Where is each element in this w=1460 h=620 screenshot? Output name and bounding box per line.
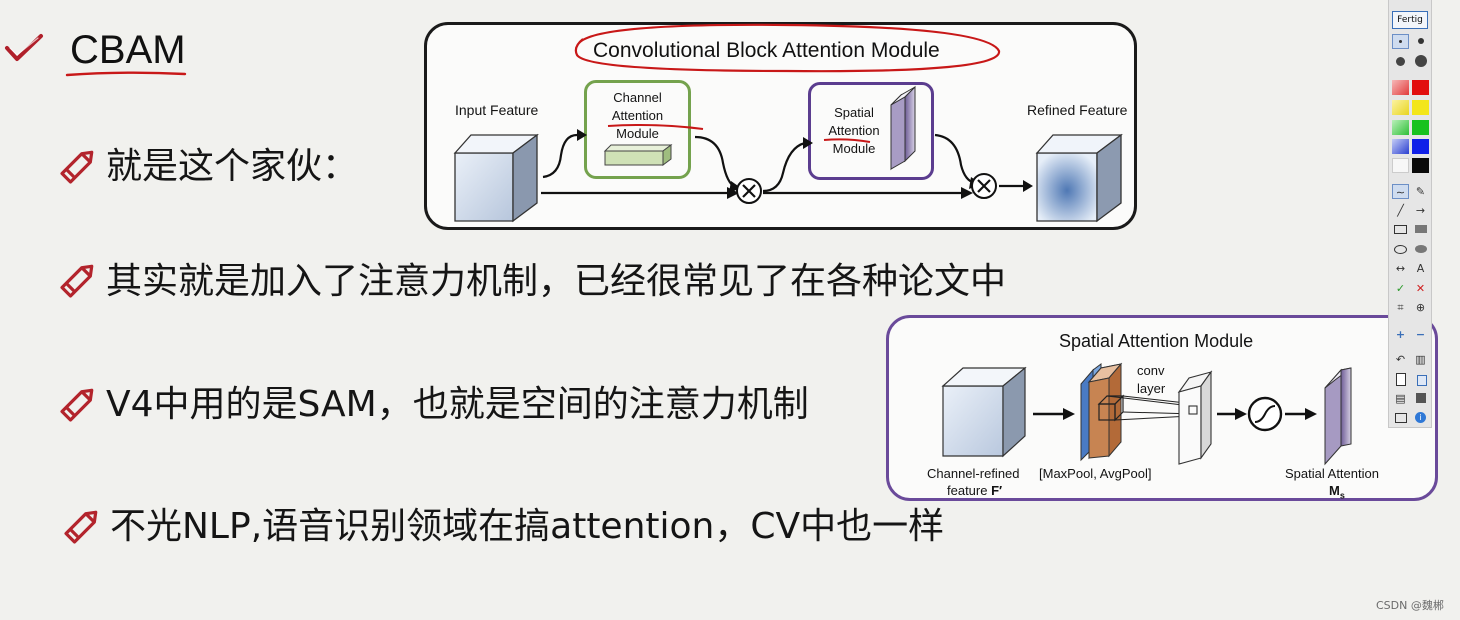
feature-word: feature — [947, 483, 988, 498]
zoom-icon[interactable]: ⊕ — [1415, 301, 1426, 314]
spatial-attention-symbol: Ms — [1329, 483, 1345, 501]
cbam-diagram-graphics — [453, 85, 1123, 223]
output-symbol: M — [1329, 483, 1340, 498]
title-underline — [65, 71, 187, 77]
done-button[interactable]: Fertig — [1392, 11, 1428, 29]
channel-refined-feature-cube — [941, 366, 1027, 458]
channel-refined-label-2: feature F′ — [947, 483, 1002, 498]
zoom-in-icon[interactable]: + — [1395, 328, 1406, 341]
pencil-icon — [60, 264, 94, 298]
sigmoid-operator — [1247, 396, 1283, 432]
bullet-2-text: 其实就是加入了注意力机制，已经很常见了在各种论文中 — [106, 261, 1007, 302]
filled-rectangle-icon[interactable] — [1412, 222, 1429, 237]
channel-refined-label-1: Channel-refined — [927, 466, 1020, 481]
cbam-diagram: Convolutional Block Attention Module Inp… — [424, 22, 1137, 230]
sam-title: Spatial Attention Module — [1059, 331, 1254, 351]
cbam-title-annotation-ellipse — [574, 23, 1001, 73]
line-icon[interactable]: ╱ — [1397, 204, 1404, 217]
new-page-icon[interactable] — [1392, 372, 1409, 387]
spatial-attention-label-1: Spatial — [834, 105, 874, 120]
annotation-underline — [823, 138, 871, 143]
double-arrow-icon[interactable]: ↔ — [1395, 262, 1406, 275]
bullet-4-text: 不光NLP,语音识别领域在搞attention，CV中也一样 — [110, 506, 945, 547]
refined-feature-label: Refined Feature — [1027, 102, 1128, 118]
input-feature-label: Input Feature — [455, 102, 539, 118]
cbam-title: Convolutional Block Attention Module — [593, 39, 940, 62]
feature-symbol: F′ — [991, 483, 1003, 498]
spatial-attention-slab — [890, 85, 916, 171]
zoom-out-icon[interactable]: − — [1415, 328, 1426, 341]
color-yellow-light-icon[interactable] — [1392, 100, 1409, 115]
channel-attention-bar — [603, 144, 673, 166]
channel-attention-label-3: Module — [616, 126, 659, 141]
output-subscript: s — [1339, 490, 1345, 501]
pen-size-medium-icon[interactable] — [1412, 34, 1429, 49]
freehand-icon[interactable]: ∼ — [1392, 184, 1409, 199]
pencil-icon — [60, 388, 94, 422]
pen-size-large-icon[interactable] — [1392, 54, 1409, 69]
trash-icon[interactable]: ▥ — [1415, 353, 1426, 366]
color-white-icon[interactable] — [1392, 158, 1409, 173]
channel-attention-label-1: Channel — [613, 90, 662, 105]
undo-icon[interactable]: ↶ — [1395, 353, 1406, 366]
channel-attention-label-2: Attention — [611, 108, 664, 123]
conv-layer-slab — [1177, 370, 1213, 465]
color-red-icon[interactable] — [1412, 80, 1429, 95]
pencil-icon — [64, 510, 98, 544]
bullet-3-text: V4中用的是SAM，也就是空间的注意力机制 — [106, 384, 809, 425]
info-icon[interactable]: i — [1412, 410, 1429, 425]
input-feature-cube — [453, 133, 539, 223]
watermark: CSDN @魏郴 — [1376, 599, 1444, 612]
spatial-attention-label-3: Module — [832, 141, 876, 156]
annotation-underline — [607, 124, 704, 130]
pool-label: [MaxPool, AvgPool] — [1039, 466, 1152, 481]
crop-icon[interactable]: ⌗ — [1397, 301, 1404, 314]
channel-attention-box — [584, 80, 691, 179]
rectangle-icon[interactable] — [1392, 222, 1409, 237]
text-icon[interactable]: A — [1416, 262, 1425, 275]
screen-icon[interactable] — [1392, 410, 1409, 425]
cross-icon[interactable]: ✕ — [1415, 282, 1426, 295]
check-mark-icon — [5, 34, 43, 61]
eraser-icon[interactable]: ✎ — [1415, 185, 1426, 198]
print-icon[interactable]: ▤ — [1395, 392, 1406, 405]
arrow-icon[interactable]: → — [1415, 204, 1426, 217]
color-yellow-icon[interactable] — [1412, 100, 1429, 115]
color-blue-light-icon[interactable] — [1392, 139, 1409, 154]
color-blue-icon[interactable] — [1412, 139, 1429, 154]
spatial-attention-output-label: Spatial Attention — [1285, 466, 1379, 481]
copy-icon[interactable] — [1412, 372, 1429, 387]
multiply-operator — [736, 173, 997, 204]
filled-ellipse-icon[interactable] — [1412, 242, 1429, 257]
slide-title: CBAM — [70, 28, 186, 72]
ellipse-icon[interactable] — [1392, 242, 1409, 257]
color-red-light-icon[interactable] — [1392, 80, 1409, 95]
pen-size-small-icon[interactable] — [1392, 34, 1409, 49]
sam-diagram: Spatial Attention Module — [886, 315, 1438, 501]
save-icon[interactable] — [1412, 391, 1429, 406]
conv-layer-label-1: conv — [1137, 363, 1165, 378]
spatial-attention-label-2: Attention — [828, 123, 880, 138]
spatial-attention-box — [808, 82, 934, 180]
sam-diagram-graphics — [941, 362, 1352, 466]
spatial-attention-map — [1324, 367, 1352, 466]
conv-layer-label-2: layer — [1137, 381, 1166, 396]
annotation-toolbar: Fertig ∼ ✎ ╱ → ↔ A ✓ ✕ ⌗ ⊕ + − ↶ ▥ ▤ i — [1388, 0, 1432, 428]
check-icon[interactable]: ✓ — [1395, 282, 1406, 295]
color-black-icon[interactable] — [1412, 158, 1429, 173]
refined-feature-cube — [1035, 133, 1123, 223]
pen-size-xlarge-icon[interactable] — [1412, 54, 1429, 69]
color-green-icon[interactable] — [1412, 120, 1429, 135]
pencil-icon — [60, 150, 94, 184]
bullet-1-text: 就是这个家伙： — [106, 146, 359, 187]
color-green-light-icon[interactable] — [1392, 120, 1409, 135]
